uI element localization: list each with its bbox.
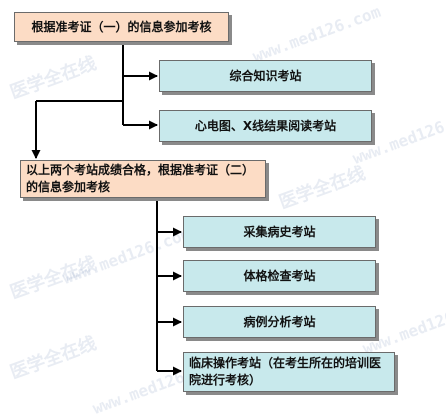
station-clinical-label: 临床操作考站（在考生所在的培训医院进行考核）	[189, 356, 382, 387]
station-case-box: 病例分析考站	[183, 306, 376, 338]
root-stage-box: 根据准考证（一）的信息参加考核	[14, 12, 229, 42]
station-physical-box: 体格检查考站	[183, 260, 376, 292]
station-ecg-label: 心电图、X线结果阅读考站	[194, 118, 337, 133]
station-ecg-box: 心电图、X线结果阅读考站	[159, 110, 372, 142]
station-physical-label: 体格检查考站	[243, 268, 316, 283]
root-stage-label: 根据准考证（一）的信息参加考核	[31, 19, 212, 34]
second-stage-box: 以上两个考站成绩合格，根据准考证（二）的信息参加考核	[20, 160, 266, 198]
station-history-label: 采集病史考站	[243, 224, 316, 239]
second-stage-label: 以上两个考站成绩合格，根据准考证（二）的信息参加考核	[26, 163, 255, 194]
station-clinical-box: 临床操作考站（在考生所在的培训医院进行考核）	[183, 352, 395, 392]
station-comprehensive-label: 综合知识考站	[229, 68, 302, 83]
station-history-box: 采集病史考站	[183, 216, 376, 248]
station-case-label: 病例分析考站	[243, 314, 316, 329]
station-comprehensive-box: 综合知识考站	[159, 60, 372, 92]
